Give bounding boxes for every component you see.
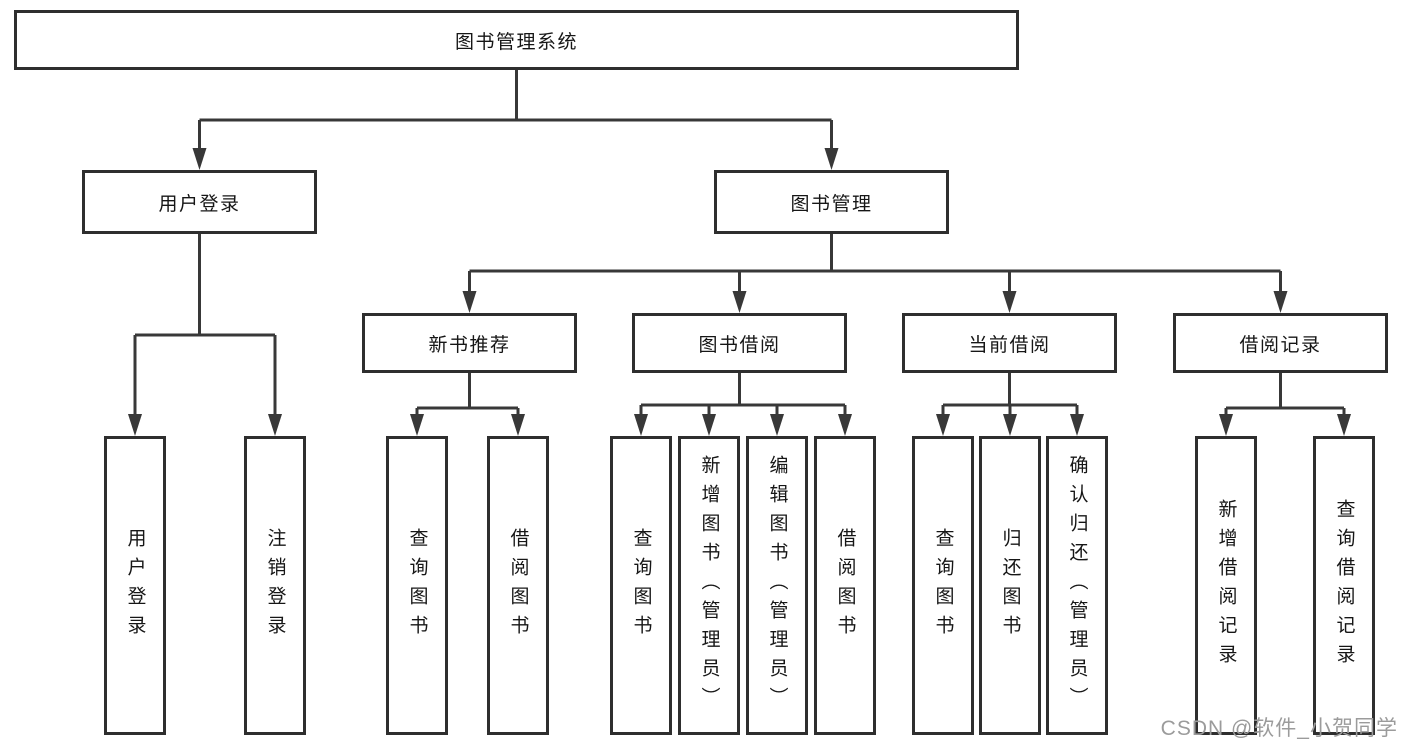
arrowhead xyxy=(702,414,716,436)
node-book-management-label: 图书管理 xyxy=(790,193,873,215)
arrowhead xyxy=(838,414,852,436)
node-user-login: 用户登录 xyxy=(82,170,317,234)
leaf-rec-borrow-books: 借阅图书 xyxy=(487,436,549,735)
leaf-edit-books-admin-label: 编辑图书（管理员） xyxy=(766,455,788,716)
watermark: CSDN @软件_小贺同学 xyxy=(1160,717,1398,740)
node-book-borrow: 图书借阅 xyxy=(632,313,847,373)
arrowhead xyxy=(511,414,525,436)
arrowhead xyxy=(732,291,747,313)
arrowhead xyxy=(192,148,207,170)
connector-current-borrow-to-leaves xyxy=(936,373,1084,436)
leaf-add-books-admin-label: 新增图书（管理员） xyxy=(698,455,720,716)
connector-borrow-records-to-leaves xyxy=(1219,373,1351,436)
node-user-login-label: 用户登录 xyxy=(158,193,241,215)
arrowhead xyxy=(1337,414,1351,436)
node-new-book-recommend-label: 新书推荐 xyxy=(428,334,511,356)
leaf-confirm-return-admin: 确认归还（管理员） xyxy=(1046,436,1108,735)
leaf-user-login: 用户登录 xyxy=(104,436,166,735)
connector-new-book-rec-to-leaves xyxy=(410,373,525,436)
leaf-borrow-query-books-label: 查询图书 xyxy=(630,527,652,644)
arrowhead xyxy=(1002,291,1017,313)
arrowhead xyxy=(634,414,648,436)
leaf-return-books-label: 归还图书 xyxy=(999,527,1021,644)
arrowhead xyxy=(1273,291,1288,313)
connector-book-management-to-sections xyxy=(462,234,1288,313)
node-root: 图书管理系统 xyxy=(14,10,1019,70)
leaf-query-borrow-record: 查询借阅记录 xyxy=(1313,436,1375,735)
arrowhead xyxy=(462,291,477,313)
leaf-current-query-books: 查询图书 xyxy=(912,436,974,735)
arrowhead xyxy=(1070,414,1084,436)
arrowhead xyxy=(268,414,282,436)
leaf-query-borrow-record-label: 查询借阅记录 xyxy=(1333,498,1355,673)
node-root-label: 图书管理系统 xyxy=(454,31,578,53)
node-borrow-records-label: 借阅记录 xyxy=(1239,334,1322,356)
arrowhead xyxy=(128,414,142,436)
leaf-borrow-books: 借阅图书 xyxy=(814,436,876,735)
leaf-return-books: 归还图书 xyxy=(979,436,1041,735)
connector-user-login-to-leaves xyxy=(128,234,282,436)
leaf-rec-query-books: 查询图书 xyxy=(386,436,448,735)
leaf-current-query-books-label: 查询图书 xyxy=(932,527,954,644)
arrowhead xyxy=(770,414,784,436)
connector-book-borrow-to-leaves xyxy=(634,373,852,436)
node-new-book-recommend: 新书推荐 xyxy=(362,313,577,373)
node-current-borrow-label: 当前借阅 xyxy=(968,334,1051,356)
leaf-add-borrow-record: 新增借阅记录 xyxy=(1195,436,1257,735)
leaf-rec-borrow-books-label: 借阅图书 xyxy=(507,527,529,644)
leaf-rec-query-books-label: 查询图书 xyxy=(406,527,428,644)
arrowhead xyxy=(1219,414,1233,436)
leaf-add-books-admin: 新增图书（管理员） xyxy=(678,436,740,735)
arrowhead xyxy=(1003,414,1017,436)
connector-root-to-branches xyxy=(192,70,839,170)
arrowhead xyxy=(410,414,424,436)
leaf-logout: 注销登录 xyxy=(244,436,306,735)
leaf-logout-label: 注销登录 xyxy=(264,527,286,644)
arrowhead xyxy=(824,148,839,170)
node-book-management: 图书管理 xyxy=(714,170,949,234)
arrowhead xyxy=(936,414,950,436)
leaf-edit-books-admin: 编辑图书（管理员） xyxy=(746,436,808,735)
node-borrow-records: 借阅记录 xyxy=(1173,313,1388,373)
leaf-borrow-books-label: 借阅图书 xyxy=(834,527,856,644)
leaf-borrow-query-books: 查询图书 xyxy=(610,436,672,735)
node-current-borrow: 当前借阅 xyxy=(902,313,1117,373)
leaf-confirm-return-admin-label: 确认归还（管理员） xyxy=(1066,455,1088,716)
node-book-borrow-label: 图书借阅 xyxy=(698,334,781,356)
leaf-add-borrow-record-label: 新增借阅记录 xyxy=(1215,498,1237,673)
leaf-user-login-label: 用户登录 xyxy=(124,527,146,644)
